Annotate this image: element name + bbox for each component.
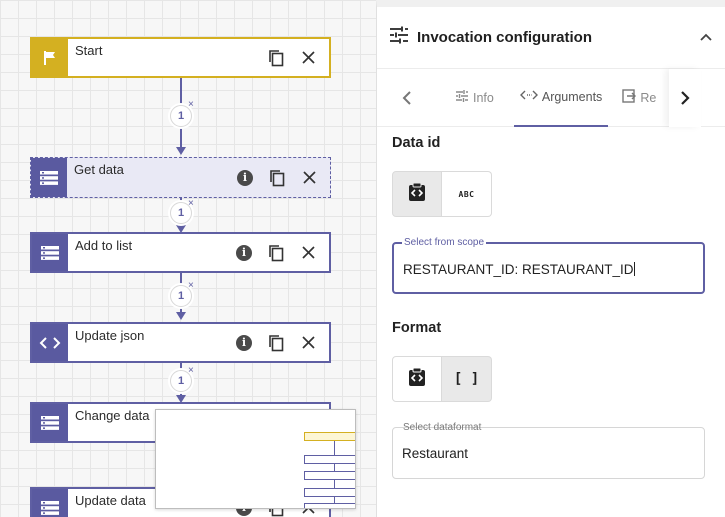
minimap-connector xyxy=(334,441,335,455)
flow-canvas[interactable]: Start 1 × Get data i 1 xyxy=(0,0,376,517)
database-icon xyxy=(32,404,68,441)
copy-icon[interactable] xyxy=(263,45,289,71)
scope-mode-button[interactable] xyxy=(392,171,442,217)
tune-icon xyxy=(389,25,409,50)
close-icon[interactable] xyxy=(295,45,321,71)
node-title: Update json xyxy=(75,328,145,343)
close-icon[interactable] xyxy=(296,165,322,191)
remove-link-icon[interactable]: × xyxy=(188,365,194,376)
code-icon xyxy=(32,324,68,361)
flag-icon xyxy=(32,39,68,76)
step-counter[interactable]: 1 xyxy=(170,202,192,224)
export-icon xyxy=(622,89,637,106)
flow-node-update-json[interactable]: Update json i xyxy=(30,322,331,363)
invocation-panel: Invocation configuration Info Arguments … xyxy=(376,0,725,517)
abc-icon: ABC xyxy=(458,189,475,199)
info-icon[interactable]: i xyxy=(232,165,258,191)
arrow-down-icon xyxy=(176,225,186,233)
database-icon xyxy=(32,489,68,517)
clipboard-code-icon xyxy=(408,182,426,207)
step-counter[interactable]: 1 xyxy=(170,105,192,127)
text-mode-button[interactable]: ABC xyxy=(442,171,492,217)
format-mode-toggle: [ ] xyxy=(392,356,492,402)
tab-arguments[interactable]: Arguments xyxy=(513,69,609,127)
minimap-node xyxy=(304,503,355,508)
tab-returns[interactable]: Re xyxy=(616,69,662,127)
field-label: Select dataformat xyxy=(403,422,482,433)
node-title: Change data xyxy=(75,408,150,423)
info-icon[interactable]: i xyxy=(231,240,257,266)
step-counter[interactable]: 1 xyxy=(170,285,192,307)
close-icon[interactable] xyxy=(295,240,321,266)
copy-icon[interactable] xyxy=(263,240,289,266)
tab-label: Info xyxy=(473,90,494,105)
node-title: Add to list xyxy=(75,238,133,253)
remove-link-icon[interactable]: × xyxy=(188,99,194,110)
database-icon xyxy=(32,234,68,271)
panel-title: Invocation configuration xyxy=(417,29,592,46)
database-icon xyxy=(31,158,67,197)
field-label: Select from scope xyxy=(402,237,487,248)
code-brackets-icon xyxy=(519,89,538,104)
minimap-node xyxy=(304,455,355,464)
minimap-connector xyxy=(334,480,335,488)
tab-label: Re xyxy=(640,90,657,105)
remove-link-icon[interactable]: × xyxy=(188,280,194,291)
arrow-down-icon xyxy=(176,147,186,155)
minimap[interactable] xyxy=(155,409,356,509)
clipboard-code-icon xyxy=(408,367,426,392)
arrow-down-icon xyxy=(176,312,186,320)
info-icon[interactable]: i xyxy=(231,330,257,356)
format-heading: Format xyxy=(392,320,442,336)
tab-label: Arguments xyxy=(541,89,603,104)
minimap-node xyxy=(304,432,355,441)
flow-node-add-to-list[interactable]: Add to list i xyxy=(30,232,331,273)
field-value: Restaurant xyxy=(402,446,469,461)
minimap-connector xyxy=(334,497,335,503)
minimap-node xyxy=(304,488,355,497)
data-id-mode-toggle: ABC xyxy=(392,171,492,217)
arrow-down-icon xyxy=(176,395,186,403)
select-from-scope-field[interactable]: Select from scope RESTAURANT_ID: RESTAUR… xyxy=(392,237,705,294)
node-title: Start xyxy=(75,43,103,58)
chevron-right-icon[interactable] xyxy=(669,69,701,127)
panel-header[interactable]: Invocation configuration xyxy=(377,7,725,69)
field-value: RESTAURANT_ID: RESTAURANT_ID xyxy=(403,262,635,277)
brackets-icon: [ ] xyxy=(453,371,480,387)
select-dataformat-field[interactable]: Select dataformat Restaurant xyxy=(392,422,705,479)
minimap-node xyxy=(304,471,355,480)
scope-mode-button[interactable] xyxy=(392,356,442,402)
flow-node-start[interactable]: Start xyxy=(30,37,331,78)
node-title: Get data xyxy=(74,162,124,177)
step-counter[interactable]: 1 xyxy=(170,370,192,392)
copy-icon[interactable] xyxy=(264,165,290,191)
sliders-icon xyxy=(455,89,469,106)
tab-bar: Info Arguments Re xyxy=(377,69,725,127)
copy-icon[interactable] xyxy=(263,330,289,356)
chevron-left-icon[interactable] xyxy=(391,69,423,127)
minimap-connector xyxy=(334,464,335,471)
remove-link-icon[interactable]: × xyxy=(188,198,194,209)
data-id-heading: Data id xyxy=(392,135,441,151)
flow-node-get-data[interactable]: Get data i xyxy=(30,157,331,198)
chevron-up-icon[interactable] xyxy=(699,29,713,47)
tab-info[interactable]: Info xyxy=(449,69,500,127)
list-mode-button[interactable]: [ ] xyxy=(442,356,492,402)
node-title: Update data xyxy=(75,493,146,508)
close-icon[interactable] xyxy=(295,330,321,356)
